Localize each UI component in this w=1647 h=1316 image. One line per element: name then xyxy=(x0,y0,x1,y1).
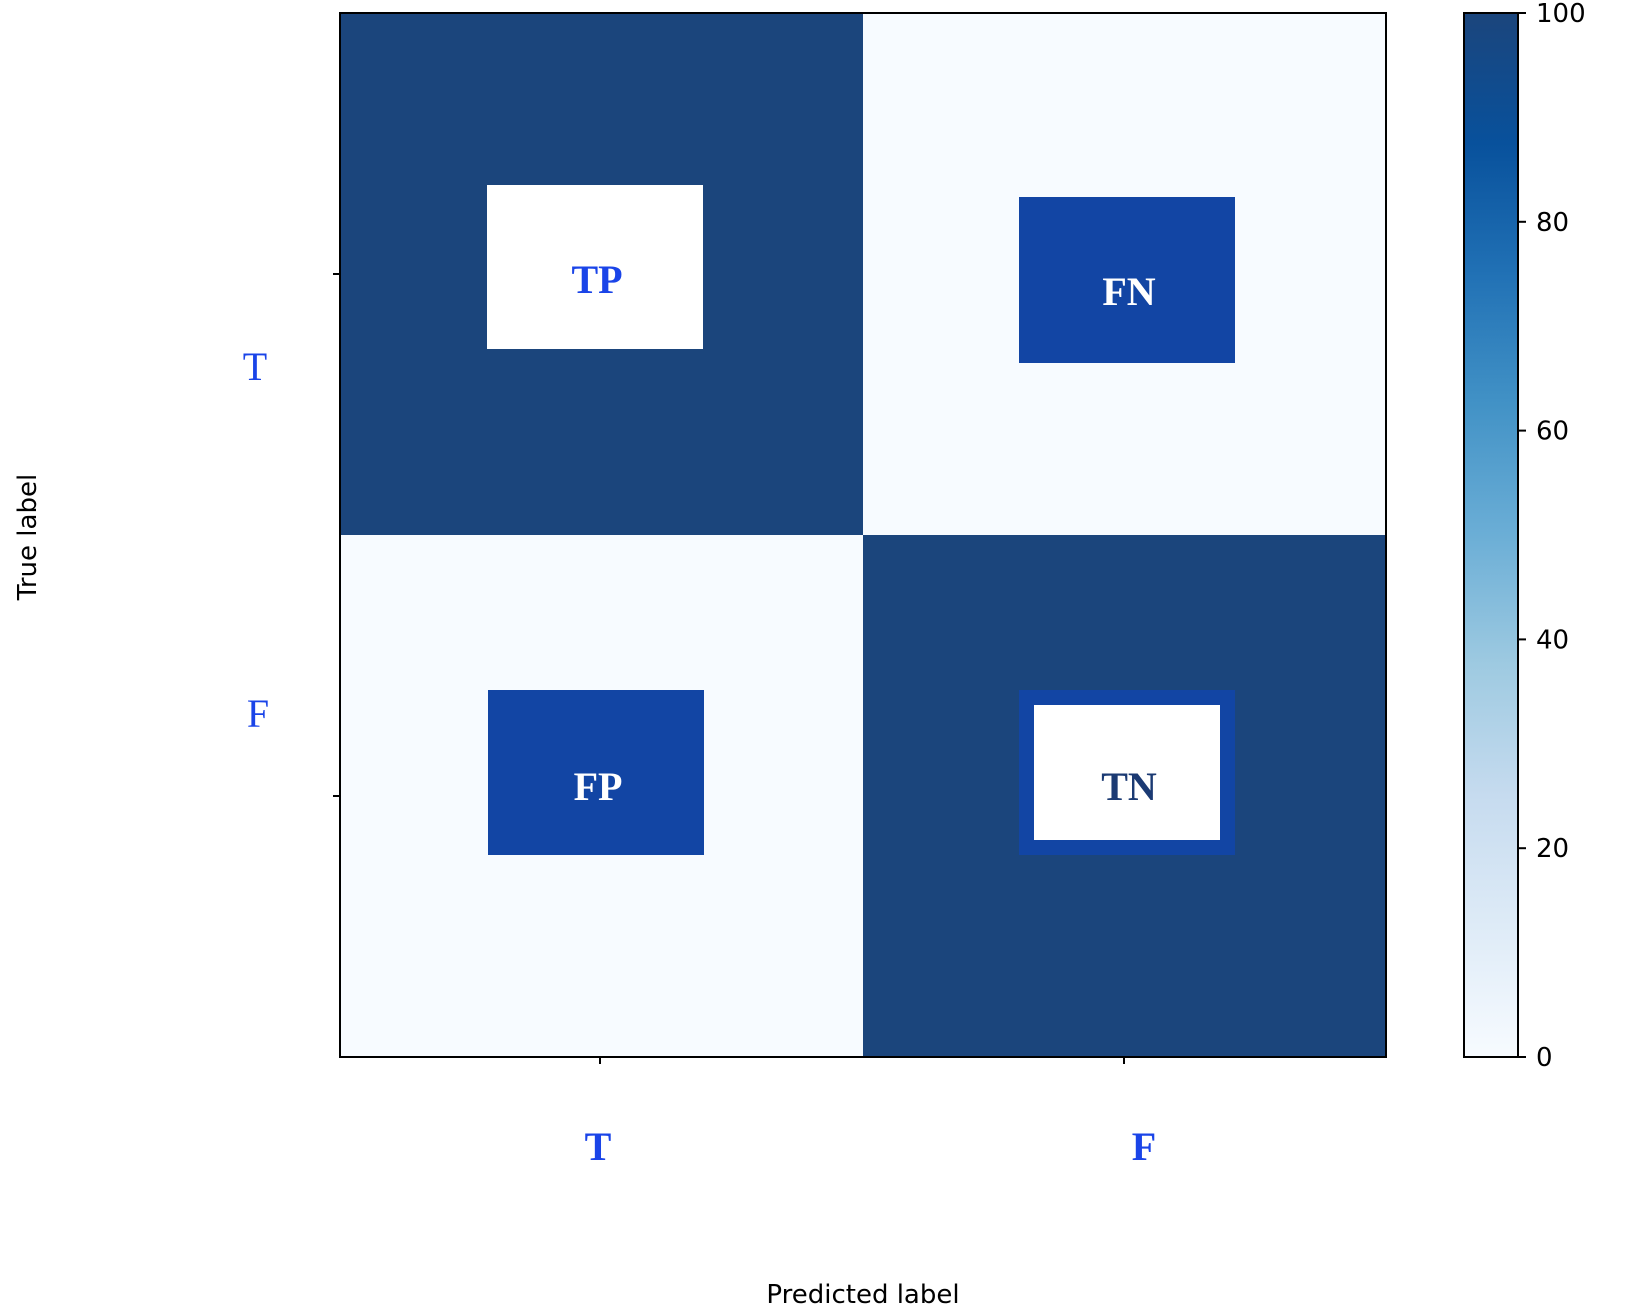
colorbar-tick-label: 100 xyxy=(1536,0,1586,29)
colorbar xyxy=(1463,12,1519,1058)
y-tick-label-t: T xyxy=(243,344,267,389)
x-axis-title: Predicted label xyxy=(766,1280,959,1310)
cell-label: FP xyxy=(574,764,623,809)
colorbar-tick-label: 80 xyxy=(1536,208,1569,238)
y-axis-title: True label xyxy=(13,474,43,601)
colorbar-tick-label: 60 xyxy=(1536,417,1569,447)
cell-label: FN xyxy=(1102,269,1155,314)
cell-label: TP xyxy=(571,257,622,302)
cell-label-box xyxy=(488,690,704,855)
colorbar-tick-label: 40 xyxy=(1536,625,1569,655)
colorbar-tick-label: 0 xyxy=(1536,1043,1553,1073)
cell-label-box xyxy=(487,185,703,349)
cell-label-boxes: TP FN FP TN xyxy=(487,185,1235,855)
plot-frame xyxy=(339,12,1387,1058)
cell-label-box-inner xyxy=(1034,705,1220,840)
x-tick-label-t: T xyxy=(585,1124,612,1169)
cell-label: TN xyxy=(1101,764,1157,809)
y-tick-label-f: F xyxy=(247,691,269,736)
heatmap-cells xyxy=(340,13,1386,1057)
cell-label-box xyxy=(1019,197,1235,363)
colorbar-tick-label: 20 xyxy=(1536,834,1569,864)
colorbar-ticks: 0 20 40 60 80 100 xyxy=(1518,0,1586,1073)
x-tick-label-f: F xyxy=(1132,1124,1156,1169)
